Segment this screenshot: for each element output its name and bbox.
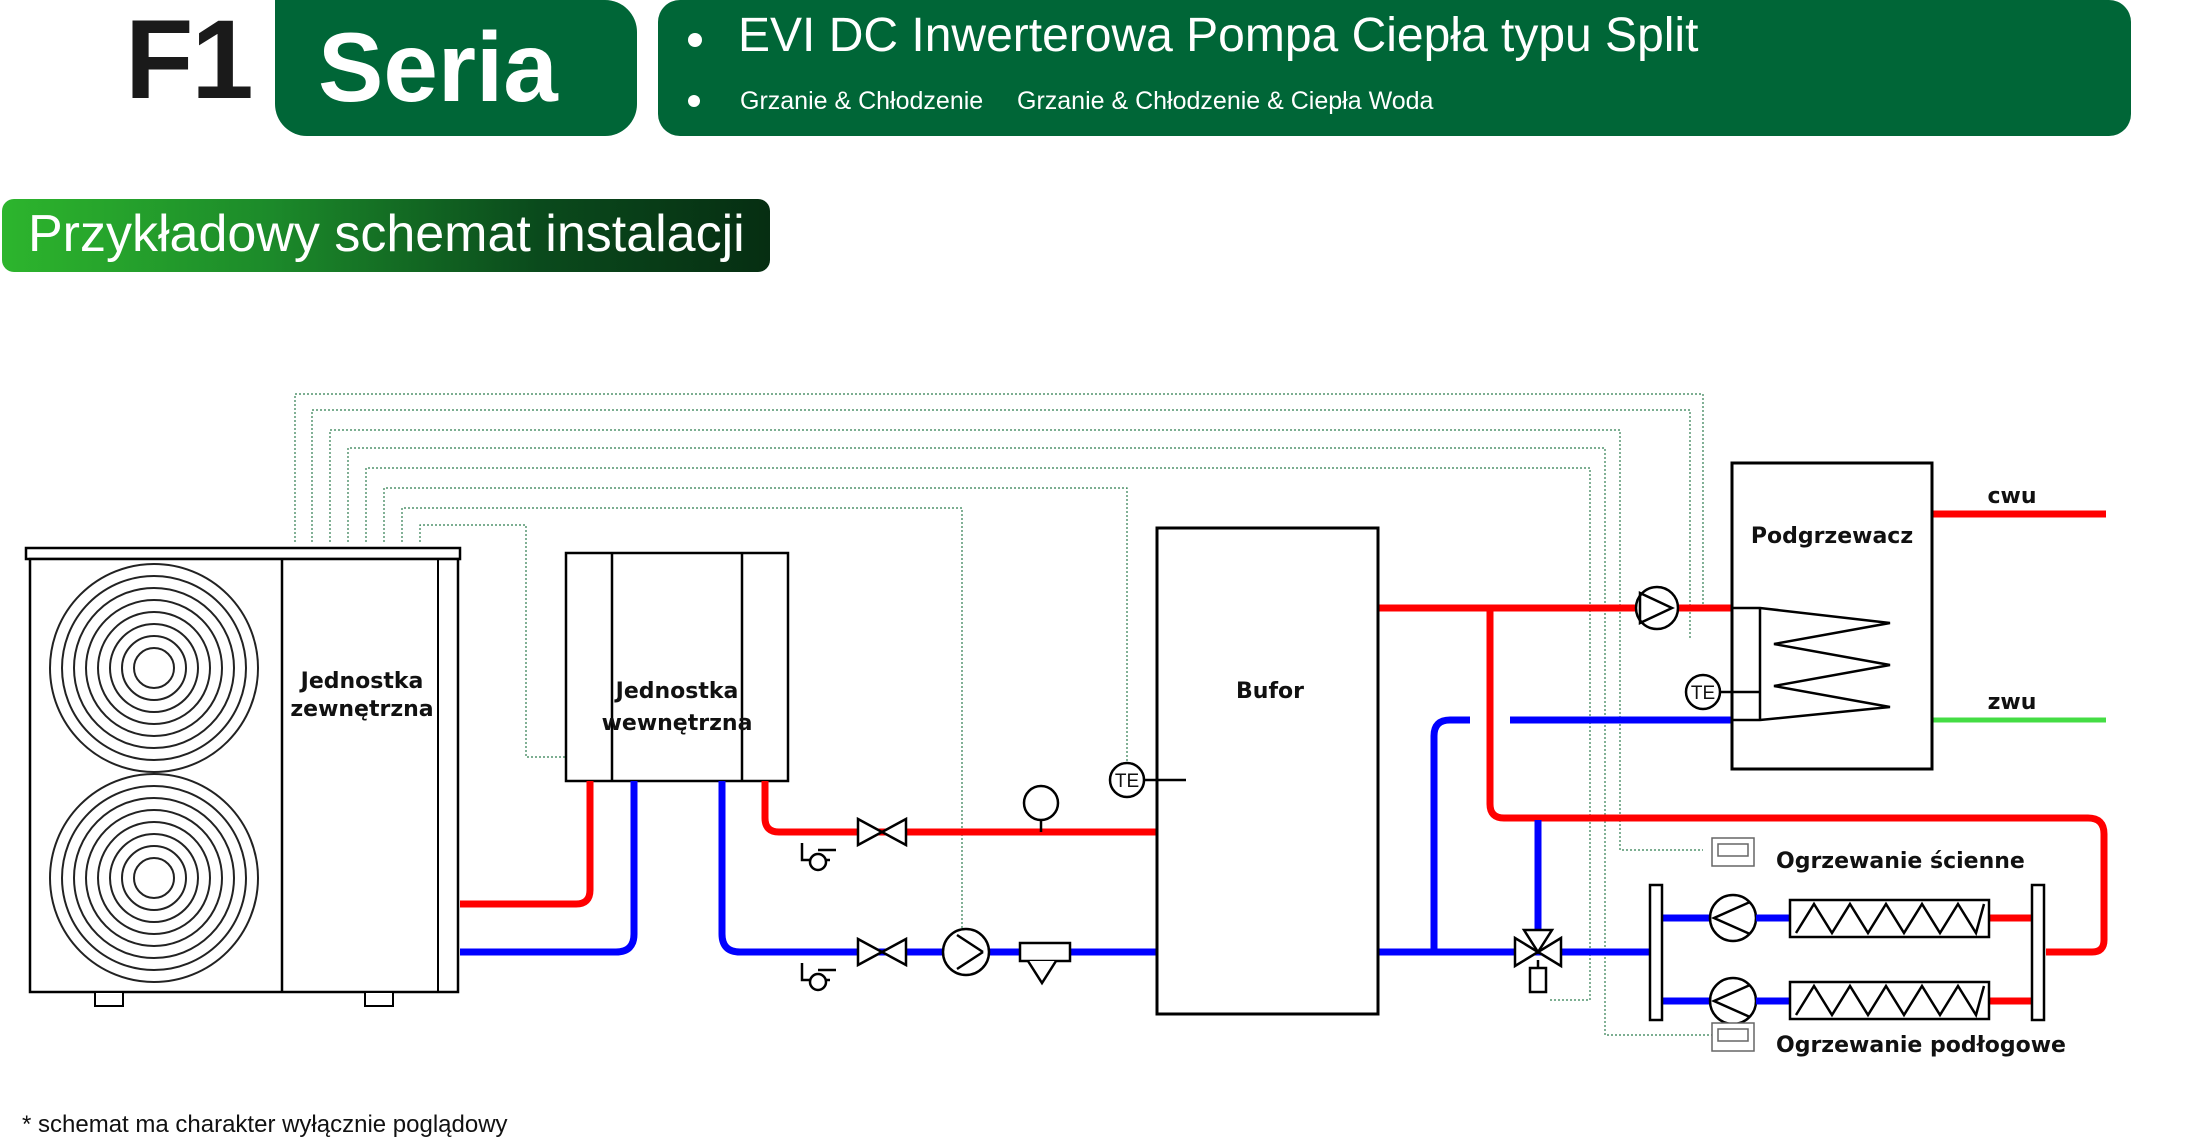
variant-option-2: Grzanie & Chłodzenie & Ciepła Woda — [1017, 87, 1434, 115]
dhw-outlet-label: cwu — [1987, 484, 2036, 509]
control-wires — [294, 393, 1712, 1036]
fan-icon — [49, 773, 259, 983]
manifold — [2030, 883, 2046, 1022]
svg-text:TE: TE — [1691, 683, 1715, 704]
product-title: EVI DC Inwerterowa Pompa Ciepła typu Spl… — [738, 9, 1699, 62]
pump-icon — [1708, 893, 1790, 943]
manifold — [1648, 883, 1664, 1022]
wall-heating-label: Ogrzewanie ścienne — [1776, 849, 2025, 874]
thermostat-icon — [1711, 837, 1755, 867]
buffer-tank — [1155, 526, 1380, 1016]
buffer-label: Bufor — [1236, 679, 1304, 704]
supply-pipes — [460, 510, 2108, 1005]
thermostat-icon — [1711, 1022, 1755, 1052]
product-banner — [658, 0, 2131, 136]
mixing-valve-icon — [1513, 928, 1563, 994]
pressure-gauge-icon — [1022, 784, 1060, 832]
bullet-icon — [688, 33, 702, 47]
bullet-icon — [688, 95, 700, 107]
series-badge — [275, 0, 637, 136]
wall-heating-panel — [1788, 898, 1991, 939]
dhw-tank: Podgrzewacz — [1730, 461, 1934, 771]
dhw-tank-label: Podgrzewacz — [1751, 524, 1913, 549]
series-code: F1 — [125, 0, 254, 122]
outdoor-unit: Jednostka zewnętrzna — [24, 546, 462, 1007]
valve-icon — [856, 816, 908, 848]
filter-icon — [1018, 941, 1072, 986]
series-label: Seria — [318, 12, 558, 122]
floor-heating-panel — [1788, 980, 1991, 1021]
variant-option-1: Grzanie & Chłodzenie — [740, 87, 984, 115]
section-title: Przykładowy schemat instalacji — [28, 205, 745, 263]
pump-icon — [941, 927, 991, 977]
fan-icon — [49, 563, 259, 773]
pump-icon — [1634, 585, 1680, 631]
outdoor-unit-label-2: zewnętrzna — [290, 697, 433, 722]
temperature-sensor: TE — [1684, 673, 1760, 711]
valve-icon — [856, 936, 908, 968]
section-title-banner — [2, 199, 770, 272]
indoor-unit-label-2: wewnętrzna — [602, 711, 753, 736]
footnote: * schemat ma charakter wyłącznie poglądo… — [22, 1111, 508, 1138]
pump-icon — [1708, 976, 1790, 1026]
cold-water-inlet-label: zwu — [1988, 690, 2037, 715]
return-pipes — [460, 716, 1732, 1005]
indoor-unit: Jednostka wewnętrzna — [564, 551, 790, 783]
outdoor-unit-label-1: Jednostka — [299, 669, 424, 694]
temperature-sensor: TE — [1108, 761, 1186, 799]
indoor-unit-label-1: Jednostka — [614, 679, 739, 704]
svg-text:TE: TE — [1115, 771, 1139, 792]
drain-valve-icon — [800, 843, 836, 992]
floor-heating-label: Ogrzewanie podłogowe — [1776, 1033, 2066, 1058]
